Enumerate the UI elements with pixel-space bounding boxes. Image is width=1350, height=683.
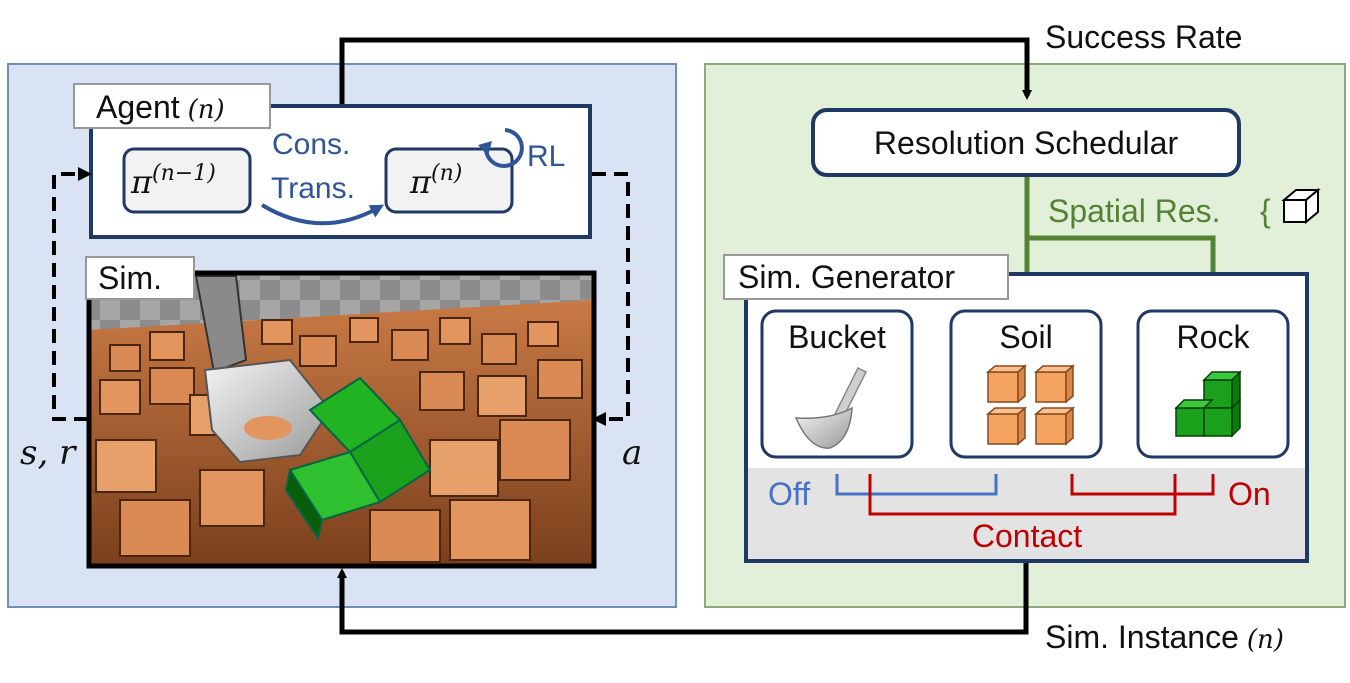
agent-title-text: Agent xyxy=(96,89,180,125)
on-label: On xyxy=(1228,476,1271,512)
policy-curr: π(n) xyxy=(409,161,462,201)
bucket-render xyxy=(203,358,332,464)
soil-particles xyxy=(95,317,583,563)
policy-curr-symbol: π xyxy=(409,163,432,201)
sim-title-tag xyxy=(85,256,195,300)
policy-prev: π(n−1) xyxy=(130,161,216,201)
off-label: Off xyxy=(768,476,810,512)
cube-icon xyxy=(1281,187,1321,225)
action-loop xyxy=(592,172,630,421)
policy-curr-sup: (n) xyxy=(431,161,462,186)
scheduler-box xyxy=(811,108,1241,177)
bucket-icon xyxy=(794,366,868,449)
agent-title-math: (n) xyxy=(188,95,225,125)
rock-render xyxy=(284,376,432,541)
action-label: a xyxy=(622,433,642,473)
rl-loop-arrowhead xyxy=(478,141,492,156)
sim-title: Sim. xyxy=(98,260,162,296)
sim-instance-text: Sim. Instance xyxy=(1045,619,1239,655)
on-bracket xyxy=(1070,474,1215,496)
agent-title: Agent (n) xyxy=(96,89,225,125)
generator-title-tag xyxy=(723,254,1009,300)
cons-label: Cons. xyxy=(272,128,350,161)
bucket-arm xyxy=(194,275,248,374)
soil-label: Soil xyxy=(999,319,1052,355)
generator-title: Sim. Generator xyxy=(738,259,955,295)
state-reward-loop xyxy=(52,172,88,421)
state-reward-arrowhead xyxy=(78,167,92,181)
action-arrowhead xyxy=(592,412,606,426)
policy-prev-symbol: π xyxy=(130,163,153,201)
trans-label: Trans. xyxy=(271,172,355,205)
sim-instance-label: Sim. Instance (n) xyxy=(1045,619,1284,655)
policy-prev-box xyxy=(122,147,252,214)
sim-instance-math: (n) xyxy=(1247,625,1284,655)
rock-label: Rock xyxy=(1177,319,1251,355)
contact-bracket xyxy=(868,474,1177,516)
state-reward-label: s, r xyxy=(20,433,77,473)
off-bracket xyxy=(835,474,998,496)
scheduler-title: Resolution Schedular xyxy=(874,125,1179,161)
contact-label: Contact xyxy=(972,518,1082,554)
success-rate-label: Success Rate xyxy=(1045,19,1242,55)
policy-curr-box xyxy=(384,147,514,214)
simulation-render xyxy=(86,270,597,569)
spatial-res-label: Spatial Res. xyxy=(1048,193,1221,229)
soil-icon xyxy=(985,364,1076,446)
sim-instance-arrow xyxy=(337,563,1029,635)
bucket-label: Bucket xyxy=(788,319,886,355)
rock-icon xyxy=(1174,370,1242,438)
spatial-res-brace: { xyxy=(1260,193,1271,229)
transfer-arrow xyxy=(260,203,385,226)
bucket-soil xyxy=(244,416,292,440)
success-rate-arrow xyxy=(339,37,1032,108)
policy-prev-sup: (n−1) xyxy=(152,161,216,186)
agent-title-tag xyxy=(73,83,271,129)
rl-loop-icon xyxy=(484,128,524,168)
rl-label: RL xyxy=(527,140,565,173)
